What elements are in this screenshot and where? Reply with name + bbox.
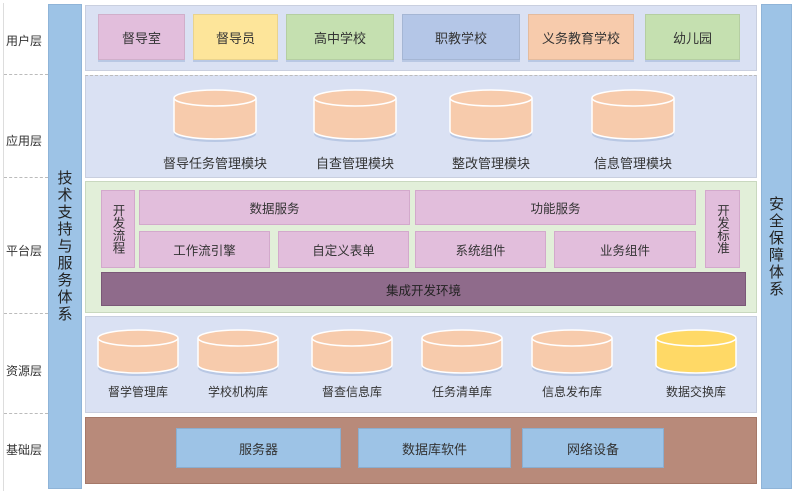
- app-module-label: 自查管理模块: [315, 157, 394, 172]
- app-module-label: 督导任务管理模块: [162, 157, 267, 172]
- layer-label-base: 基础层: [5, 443, 42, 457]
- app-module: 督导任务管理模块: [155, 89, 275, 172]
- user-role-label: 督导员: [215, 31, 255, 47]
- infrastructure-label: 服务器: [238, 442, 278, 458]
- user-role-box: 督导员: [193, 14, 278, 60]
- resource-database-label: 任务清单库: [431, 385, 492, 399]
- divider: [4, 74, 48, 75]
- divider: [4, 177, 48, 178]
- tech-support-label: 技术支持与服务体系: [55, 170, 74, 323]
- security-bar: 安全保障体系: [761, 4, 792, 489]
- resource-database-label: 督查信息库: [321, 385, 382, 399]
- app-module-label: 信息管理模块: [593, 157, 672, 172]
- resource-database-label: 学校机构库: [207, 385, 268, 399]
- ide-box: 集成开发环境: [101, 272, 746, 306]
- app-module: 信息管理模块: [573, 89, 693, 172]
- user-role-box: 高中学校: [286, 14, 394, 60]
- database-cylinder-icon: [173, 89, 257, 142]
- layer-label-app: 应用层: [5, 134, 42, 148]
- user-role-box: 幼儿园: [645, 14, 740, 60]
- resource-database-label: 督学管理库: [107, 385, 168, 399]
- database-cylinder-icon: [655, 329, 737, 376]
- database-cylinder-icon: [421, 329, 503, 376]
- database-cylinder-icon: [591, 89, 675, 142]
- database-cylinder-icon: [197, 329, 279, 376]
- resource-database-label: 信息发布库: [541, 385, 602, 399]
- app-module-label: 整改管理模块: [451, 157, 530, 172]
- data-service-box: 数据服务: [139, 190, 410, 225]
- resource-database: 督学管理库: [88, 329, 188, 400]
- dev-process-box: 开发流程: [101, 190, 135, 268]
- resource-database: 学校机构库: [188, 329, 288, 400]
- database-cylinder-icon: [97, 329, 179, 376]
- user-role-box: 职教学校: [402, 14, 520, 60]
- system-component-box: 系统组件: [415, 231, 546, 268]
- user-role-label: 职教学校: [434, 31, 487, 47]
- dev-standard-box: 开发标准: [705, 190, 740, 268]
- layer-label-column: [3, 3, 49, 491]
- resource-layer-panel: [85, 316, 757, 413]
- divider: [4, 413, 48, 414]
- security-label: 安全保障体系: [767, 195, 785, 298]
- layer-label-platform: 平台层: [5, 244, 42, 258]
- database-cylinder-icon: [313, 89, 397, 142]
- user-role-label: 义务教育学校: [541, 31, 620, 47]
- database-cylinder-icon: [531, 329, 613, 376]
- user-role-box: 义务教育学校: [528, 14, 634, 60]
- app-module: 自查管理模块: [295, 89, 415, 172]
- business-component-box: 业务组件: [554, 231, 696, 268]
- function-service-box: 功能服务: [415, 190, 696, 225]
- resource-database: 数据交换库: [646, 329, 746, 400]
- infrastructure-label: 网络设备: [566, 442, 619, 458]
- resource-database: 任务清单库: [412, 329, 512, 400]
- user-role-label: 督导室: [121, 31, 161, 47]
- resource-database: 信息发布库: [522, 329, 622, 400]
- user-role-label: 幼儿园: [672, 31, 712, 47]
- resource-database-label: 数据交换库: [665, 385, 726, 399]
- tech-support-bar: 技术支持与服务体系: [48, 4, 82, 489]
- infrastructure-box: 网络设备: [522, 428, 664, 468]
- infrastructure-label: 数据库软件: [401, 442, 467, 458]
- database-cylinder-icon: [449, 89, 533, 142]
- user-role-box: 督导室: [98, 14, 185, 60]
- app-module: 整改管理模块: [431, 89, 551, 172]
- database-cylinder-icon: [311, 329, 393, 376]
- user-role-label: 高中学校: [313, 31, 366, 47]
- workflow-engine-box: 工作流引擎: [139, 231, 270, 268]
- layer-label-resource: 资源层: [5, 364, 42, 378]
- layer-label-user: 用户层: [5, 34, 42, 48]
- resource-database: 督查信息库: [302, 329, 402, 400]
- infrastructure-box: 数据库软件: [358, 428, 511, 468]
- infrastructure-box: 服务器: [176, 428, 341, 468]
- divider: [4, 313, 48, 314]
- custom-form-box: 自定义表单: [278, 231, 409, 268]
